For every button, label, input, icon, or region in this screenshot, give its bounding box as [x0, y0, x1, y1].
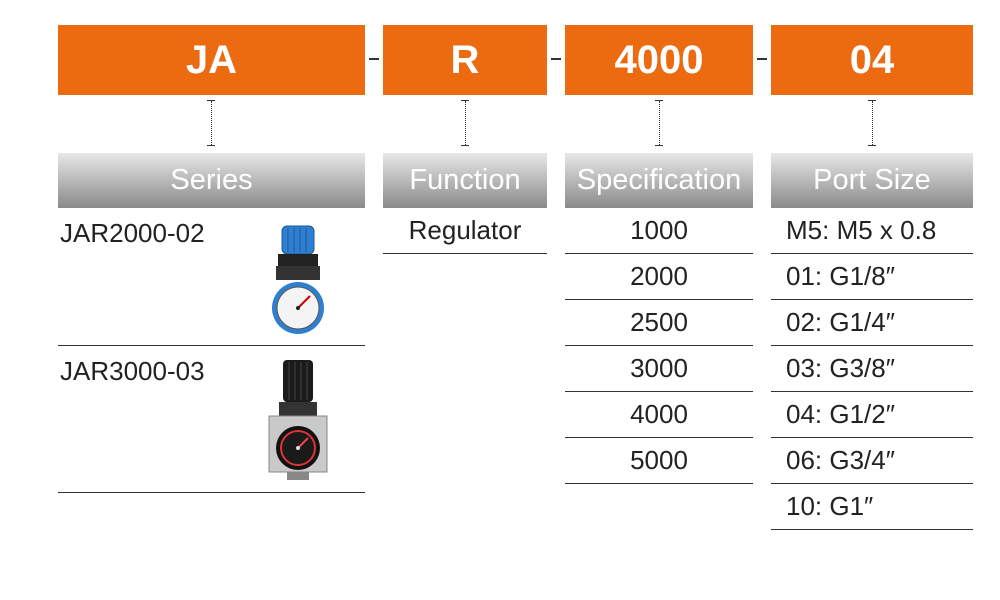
- connector-specification: [655, 100, 663, 146]
- specification-row: 4000: [565, 392, 753, 438]
- port-size-row: 01: G1/8″: [771, 254, 973, 300]
- port-size-column: M5: M5 x 0.8 01: G1/8″ 02: G1/4″ 03: G3/…: [771, 208, 973, 530]
- separator-dash: [757, 58, 767, 60]
- port-size-row: 02: G1/4″: [771, 300, 973, 346]
- specification-row: 2000: [565, 254, 753, 300]
- port-size-row: 04: G1/2″: [771, 392, 973, 438]
- series-column: JAR2000-02 JAR3000-03: [58, 208, 365, 493]
- specification-column: 1000 2000 2500 3000 4000 5000: [565, 208, 753, 484]
- separator-dash: [369, 58, 379, 60]
- port-size-row: 03: G3/8″: [771, 346, 973, 392]
- code-segment-port-size: 04: [771, 25, 973, 95]
- connector-port-size: [868, 100, 876, 146]
- specification-row: 5000: [565, 438, 753, 484]
- series-row: JAR2000-02: [58, 208, 365, 346]
- series-label: JAR3000-03: [60, 356, 205, 386]
- series-row: JAR3000-03: [58, 346, 365, 493]
- series-label: JAR2000-02: [60, 218, 205, 248]
- black-knob-regulator-image: [268, 360, 328, 480]
- specification-row: 3000: [565, 346, 753, 392]
- header-port-size: Port Size: [771, 153, 973, 208]
- specification-row: 2500: [565, 300, 753, 346]
- blue-knob-regulator-image: [272, 225, 324, 334]
- function-column: Regulator: [383, 208, 547, 254]
- separator-dash: [551, 58, 561, 60]
- code-segment-function: R: [383, 25, 547, 95]
- code-segment-series: JA: [58, 25, 365, 95]
- connector-function: [461, 100, 469, 146]
- code-segment-specification: 4000: [565, 25, 753, 95]
- port-size-row: 10: G1″: [771, 484, 973, 530]
- specification-row: 1000: [565, 208, 753, 254]
- header-series: Series: [58, 153, 365, 208]
- header-function: Function: [383, 153, 547, 208]
- connector-series: [207, 100, 215, 146]
- port-size-row: 06: G3/4″: [771, 438, 973, 484]
- function-row: Regulator: [383, 208, 547, 254]
- port-size-row: M5: M5 x 0.8: [771, 208, 973, 254]
- header-specification: Specification: [565, 153, 753, 208]
